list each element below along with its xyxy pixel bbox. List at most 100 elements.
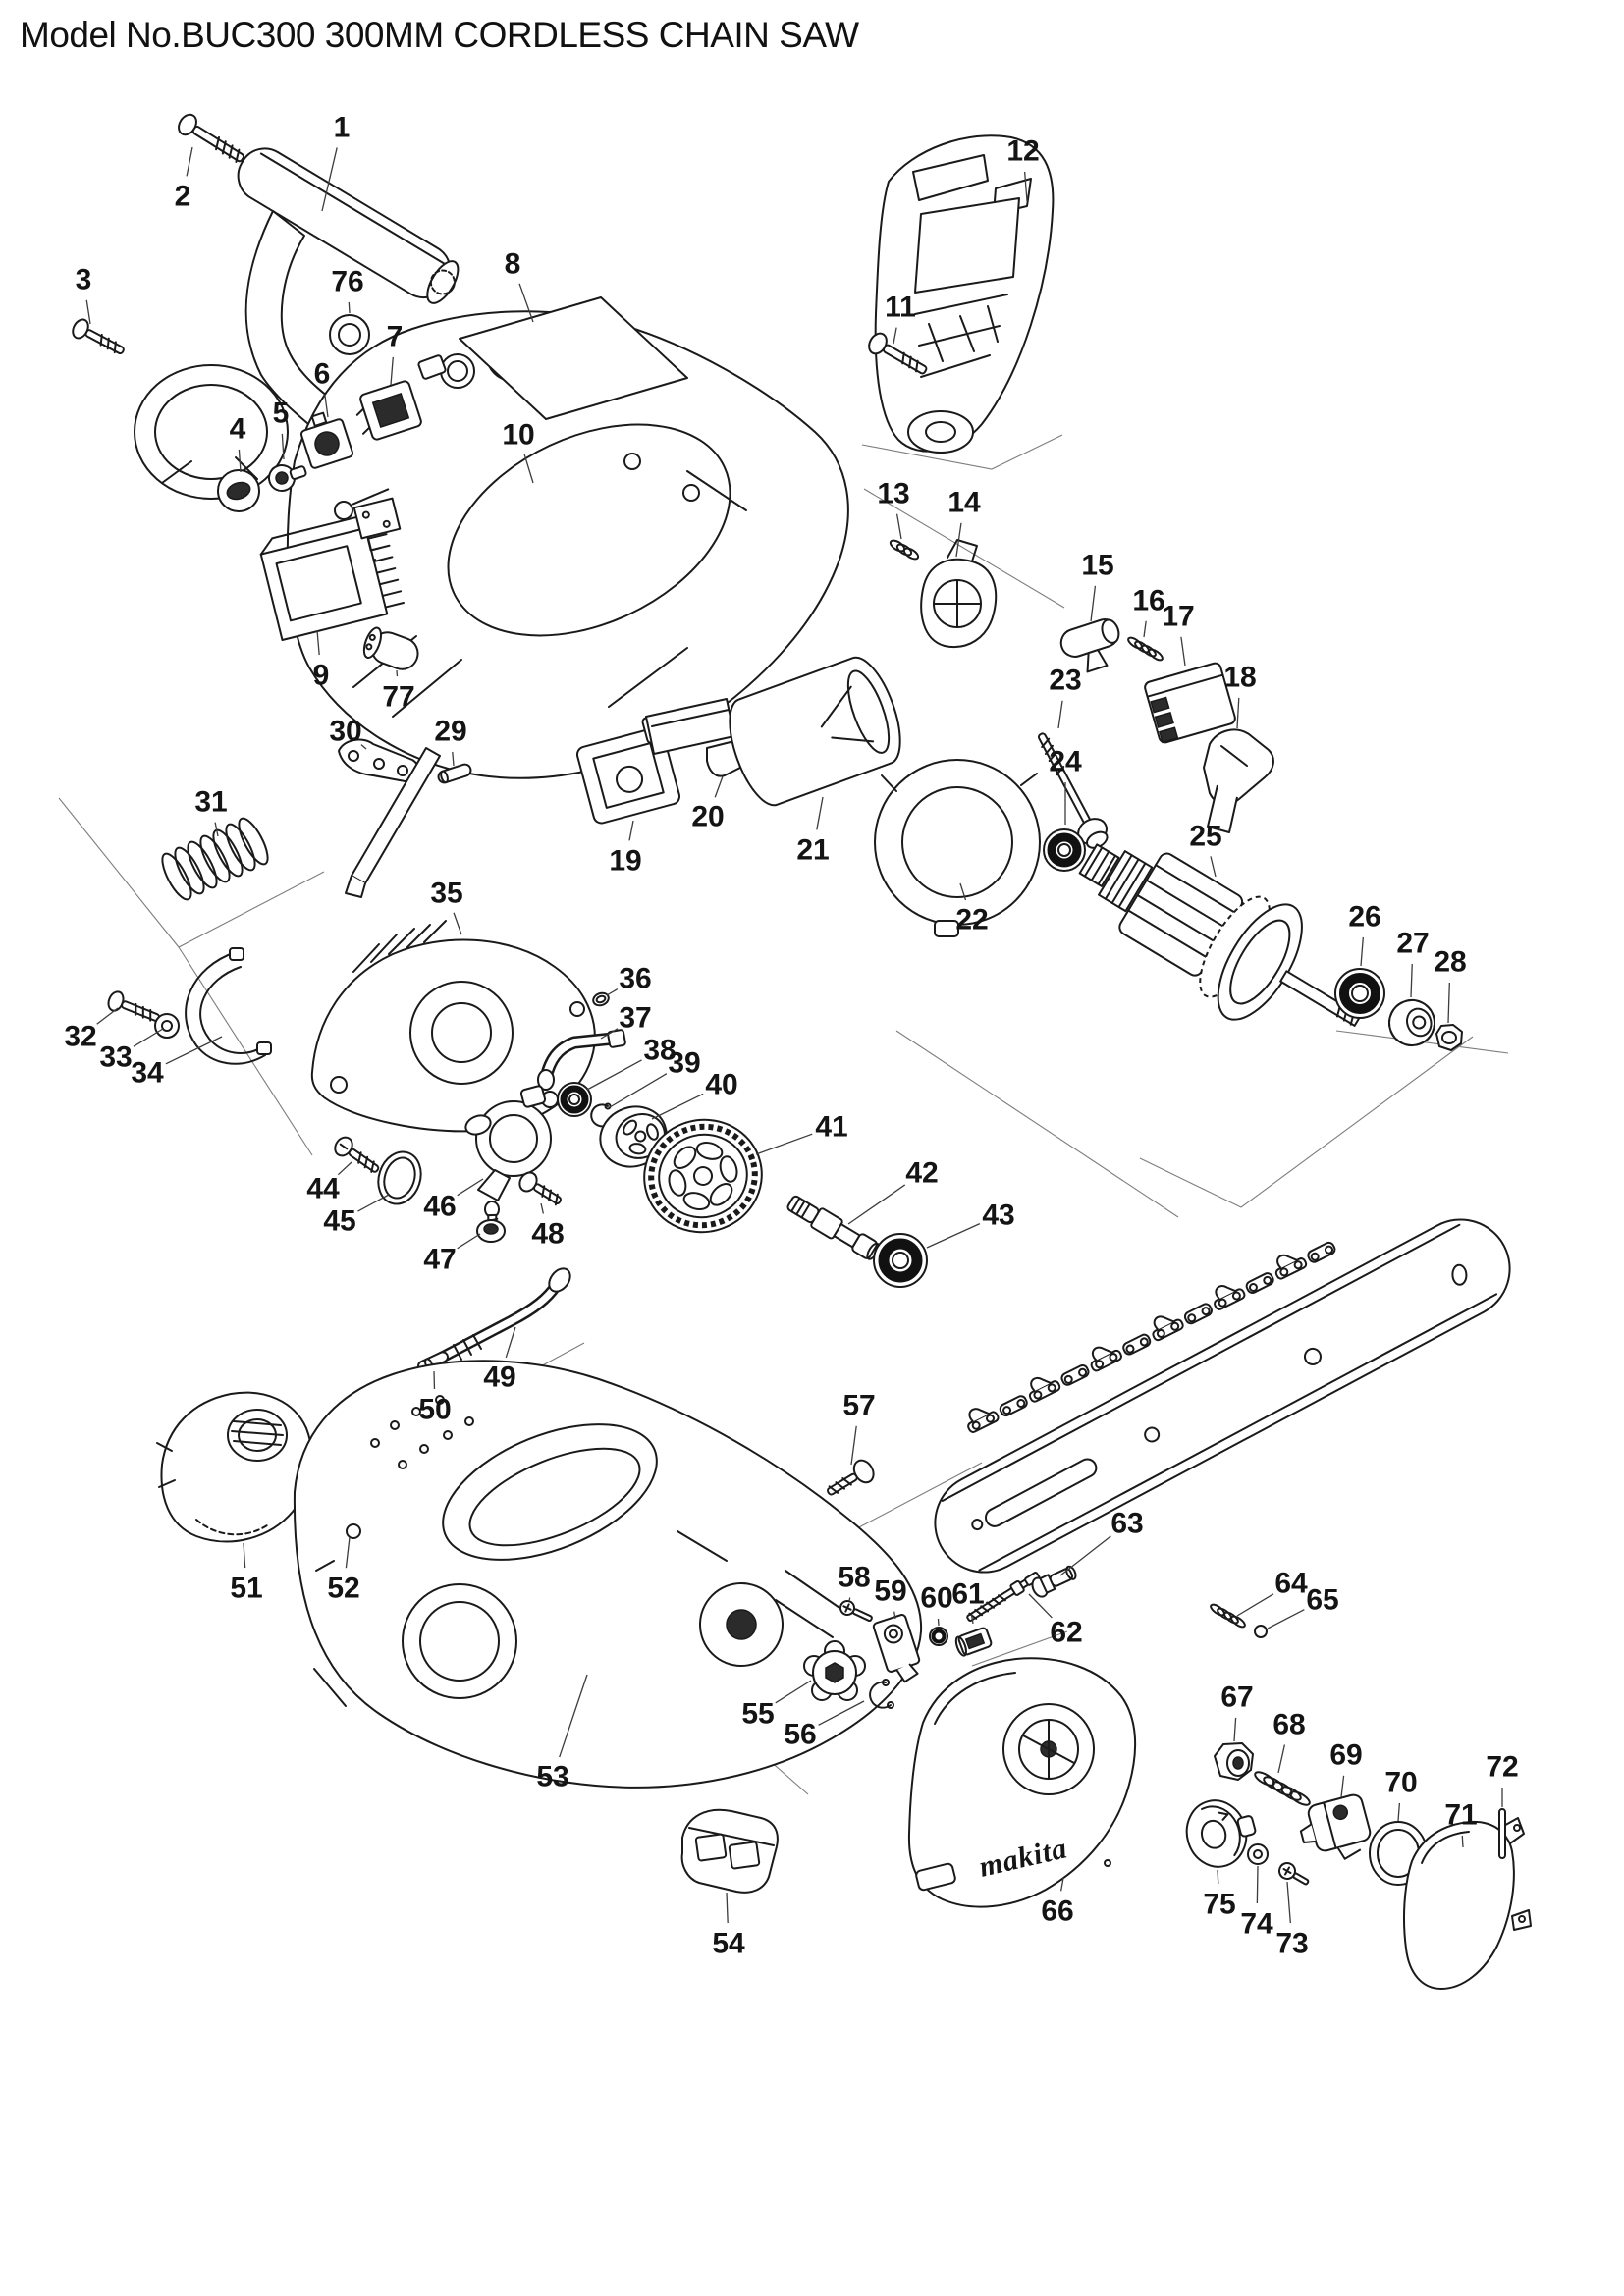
part-label-42: 42: [905, 1157, 938, 1190]
leader-37: [600, 1028, 619, 1040]
gear-27-drawing: [1388, 999, 1435, 1046]
leader-54: [726, 1892, 729, 1924]
part-label-1: 1: [334, 112, 351, 144]
part-label-50: 50: [418, 1394, 451, 1426]
leader-27: [1410, 963, 1413, 998]
bearing-43-drawing: [873, 1233, 928, 1288]
leader-12: [1023, 171, 1028, 202]
chain-link: [1274, 1254, 1308, 1280]
leader-66: [1060, 1877, 1064, 1892]
leader-32: [96, 1007, 119, 1025]
part-label-45: 45: [323, 1205, 355, 1238]
pin-72-drawing: [1498, 1808, 1506, 1859]
dial-75-drawing: [1185, 1799, 1257, 1868]
controller-9-drawing: [259, 510, 405, 641]
screw-73-drawing: [1278, 1862, 1310, 1886]
bolt-23-drawing: [1037, 732, 1109, 849]
microswitch-drawing: [352, 488, 402, 552]
screw-57-drawing: [827, 1459, 875, 1496]
sprocket-41-drawing: [643, 1118, 763, 1234]
part-label-33: 33: [99, 1041, 132, 1074]
leader-74: [1256, 1865, 1259, 1904]
leader-13: [895, 513, 902, 540]
part-label-18: 18: [1223, 662, 1256, 694]
leader-71: [1461, 1835, 1464, 1848]
part-label-37: 37: [619, 1002, 651, 1035]
spring-16-drawing: [1127, 636, 1164, 662]
label-plate-8-drawing: [459, 296, 688, 420]
fan-cover-22-drawing: [874, 759, 1041, 937]
leader-11: [893, 327, 897, 345]
part-label-14: 14: [947, 487, 981, 519]
leader-62: [1028, 1593, 1053, 1619]
part-label-48: 48: [531, 1218, 564, 1251]
part-label-66: 66: [1041, 1896, 1073, 1928]
part-label-39: 39: [668, 1047, 700, 1080]
leader-18: [1236, 697, 1240, 729]
switch-7-drawing: [355, 380, 422, 441]
crank-49-drawing: [426, 1267, 571, 1368]
leader-44: [337, 1161, 352, 1176]
leader-23: [1057, 700, 1063, 729]
part-label-76: 76: [331, 266, 363, 298]
spring-68-drawing: [1254, 1771, 1311, 1806]
leader-64: [1236, 1593, 1274, 1617]
leader-49: [505, 1326, 516, 1359]
washer-74-drawing: [1247, 1843, 1269, 1865]
oring-36-drawing: [592, 991, 610, 1007]
part-label-7: 7: [387, 321, 404, 353]
part-label-22: 22: [955, 904, 988, 936]
spring-31-drawing: [161, 817, 269, 901]
leader-3: [85, 299, 91, 325]
part-label-77: 77: [382, 681, 414, 714]
linkage-30-drawing: [338, 738, 441, 898]
leader-51: [243, 1542, 246, 1569]
part-label-35: 35: [430, 878, 462, 910]
holder-14-drawing: [920, 539, 998, 649]
cam-55-drawing: [803, 1640, 866, 1701]
leader-10: [523, 454, 534, 484]
leader-39: [609, 1073, 668, 1108]
part-label-16: 16: [1132, 585, 1164, 617]
terminal-17-drawing: [1144, 662, 1236, 744]
leader-31: [214, 822, 219, 837]
part-label-43: 43: [982, 1200, 1014, 1232]
washer-33-drawing: [154, 1013, 180, 1039]
leader-61: [970, 1614, 974, 1625]
part-label-27: 27: [1396, 928, 1429, 960]
part-label-65: 65: [1306, 1584, 1338, 1617]
leader-22: [959, 882, 967, 901]
screw-44-drawing: [334, 1136, 380, 1173]
part-label-19: 19: [609, 845, 641, 878]
leader-45: [357, 1194, 390, 1212]
rear-handle-drawing: [134, 147, 460, 500]
leader-8: [518, 283, 534, 323]
leader-21: [816, 796, 824, 830]
cover-plate-71-drawing: [1403, 1817, 1532, 1990]
leader-43: [926, 1223, 981, 1249]
leader-35: [453, 912, 462, 935]
chain-case-35-drawing: [310, 920, 596, 1133]
leader-34: [165, 1036, 223, 1065]
leader-41: [755, 1133, 813, 1155]
leader-60: [937, 1618, 940, 1627]
cap-4-drawing: [217, 469, 260, 512]
part-label-13: 13: [877, 478, 909, 510]
part-label-25: 25: [1189, 821, 1221, 853]
leader-7: [390, 356, 394, 386]
leader-29: [452, 751, 455, 767]
part-label-69: 69: [1329, 1739, 1362, 1772]
band-34-drawing: [185, 947, 272, 1065]
spring-13-drawing: [889, 539, 920, 561]
clip-56-drawing: [869, 1679, 894, 1709]
screw-58-drawing: [839, 1600, 873, 1623]
bearing-76-drawing: [329, 314, 370, 355]
part-label-52: 52: [327, 1573, 359, 1605]
switch-6-drawing: [299, 411, 354, 469]
part-label-23: 23: [1049, 665, 1081, 697]
oil-pump-51-drawing: [156, 1391, 313, 1543]
leader-20: [714, 775, 724, 798]
part-label-4: 4: [230, 413, 246, 446]
part-label-55: 55: [741, 1698, 774, 1731]
